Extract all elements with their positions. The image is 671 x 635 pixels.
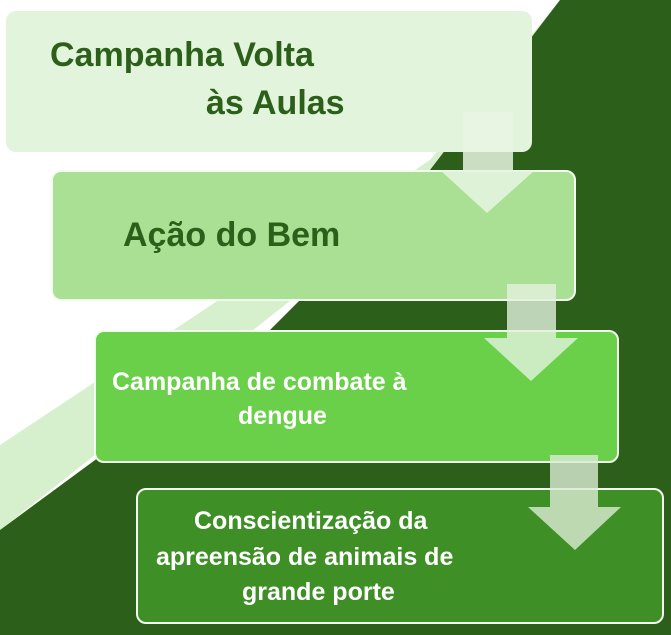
step-4-box: Conscientização da apreensão de animais …	[136, 488, 664, 624]
step-2-line-1: Ação do Bem	[123, 216, 341, 254]
step-3-box: Campanha de combate à dengue	[94, 330, 619, 463]
step-3-line-2: dengue	[238, 402, 327, 430]
step-1-line-2: às Aulas	[206, 84, 345, 122]
step-4-line-3: grande porte	[242, 578, 395, 606]
step-1-box: Campanha Volta às Aulas	[6, 11, 532, 152]
step-2-box: Ação do Bem	[51, 170, 576, 301]
step-4-line-2: apreensão de animais de	[156, 543, 454, 571]
step-3-line-1: Campanha de combate à	[112, 368, 407, 396]
step-1-line-1: Campanha Volta	[50, 36, 314, 74]
step-4-line-1: Conscientização da	[194, 507, 428, 535]
